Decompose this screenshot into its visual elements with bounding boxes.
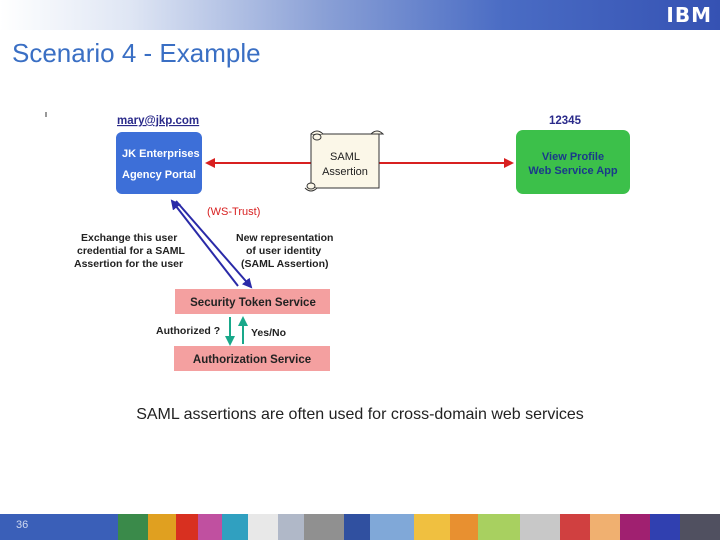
authorized-label: Authorized ? [156, 325, 220, 337]
scroll-label-1: SAML [330, 151, 360, 163]
user-id: 12345 [549, 115, 582, 127]
authz-label: Authorization Service [193, 354, 311, 366]
saml-assertion-scroll: SAML Assertion [305, 131, 383, 191]
user-email: mary@jkp.com [117, 115, 199, 127]
exchange-line-3: Assertion for the user [74, 258, 183, 270]
yes-no-label: Yes/No [251, 327, 286, 339]
newrep-line-3: (SAML Assertion) [241, 258, 329, 270]
ws-trust-label: (WS-Trust) [207, 206, 260, 218]
newrep-line-2: of user identity [246, 245, 321, 257]
sts-label: Security Token Service [190, 297, 316, 309]
portal-label-1: JK Enterprises [122, 148, 200, 160]
app-label-1: View Profile [542, 151, 604, 163]
agency-portal-box [116, 132, 202, 194]
exchange-line-1: Exchange this user [81, 232, 177, 244]
newrep-line-1: New representation [236, 232, 333, 244]
slide-caption: SAML assertions are often used for cross… [0, 406, 720, 424]
scroll-label-2: Assertion [322, 166, 368, 178]
page-number: 36 [16, 519, 28, 531]
app-label-2: Web Service App [528, 165, 618, 177]
exchange-line-2: credential for a SAML [77, 245, 186, 257]
portal-label-2: Agency Portal [122, 169, 196, 181]
